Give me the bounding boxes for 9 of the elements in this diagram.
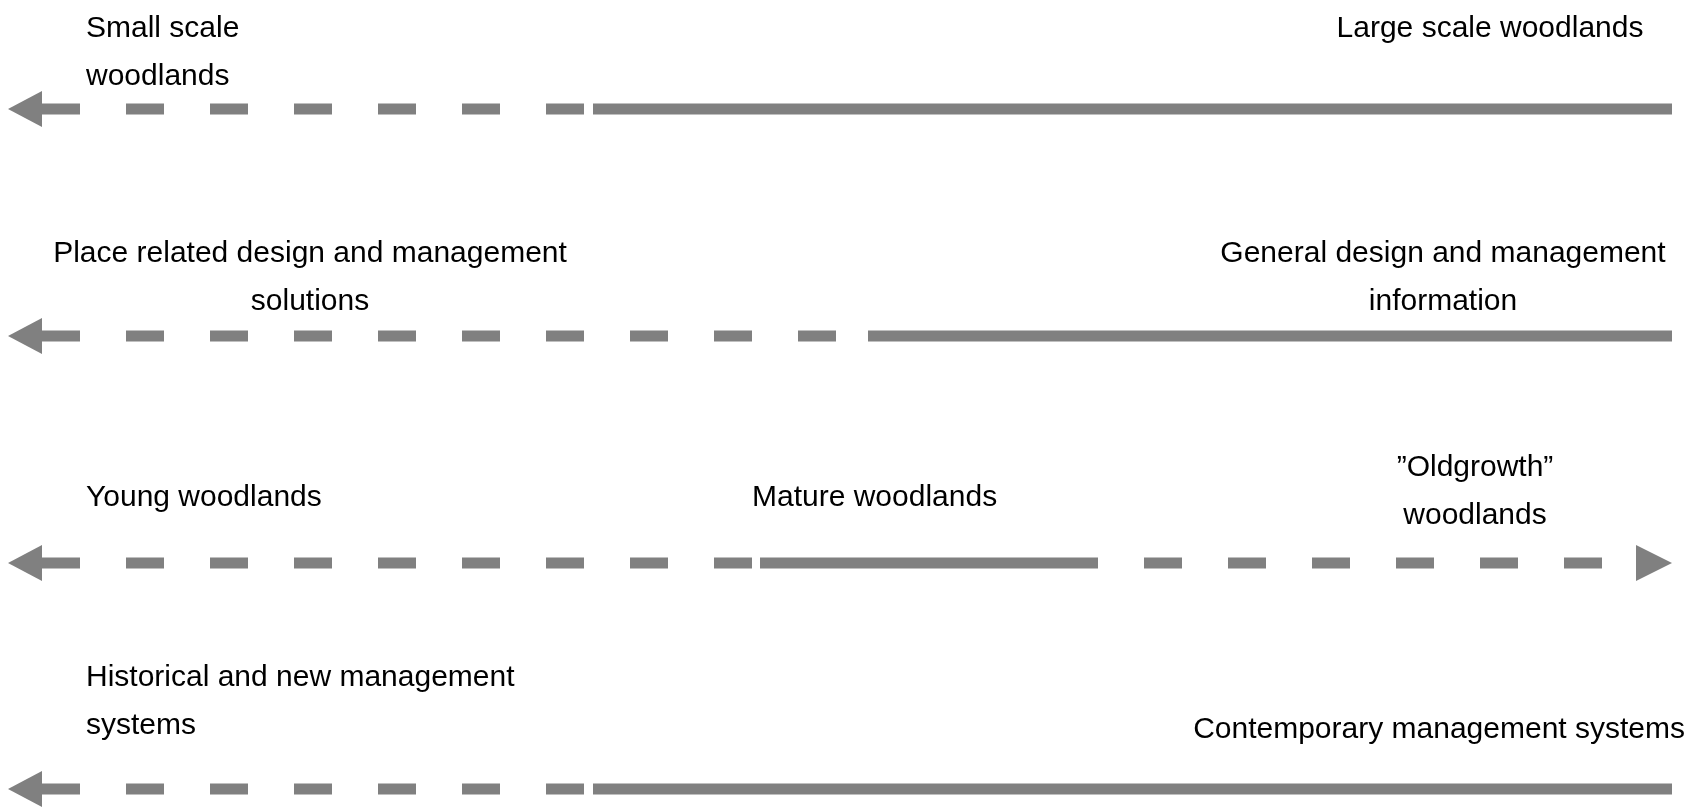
scale-label: Large scale woodlands [1336, 10, 1644, 43]
scale-label: Young woodlands [86, 479, 322, 512]
scale-label: Historical and new management systems [86, 659, 515, 740]
scale-label: ”Oldgrowth” woodlands [1396, 449, 1554, 530]
scale-label: General design and management information [1220, 235, 1666, 316]
scale-label: Contemporary management systems [1193, 711, 1685, 744]
scale-label: Mature woodlands [752, 479, 998, 512]
scale-label: Small scale woodlands [86, 10, 240, 91]
scale-label: Place related design and management solutions [53, 235, 567, 316]
